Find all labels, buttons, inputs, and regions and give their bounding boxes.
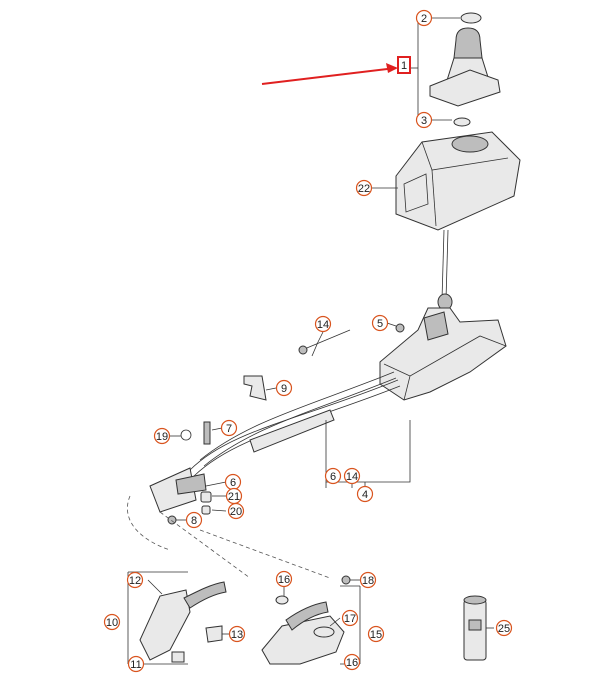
callout-label: 8 (191, 515, 197, 527)
callout-c7: 7 (220, 419, 238, 437)
callout-c14-top: 14 (314, 315, 332, 333)
callout-label: 18 (362, 575, 374, 587)
callout-c4: 4 (356, 485, 374, 503)
inset-lever-10 (127, 571, 227, 665)
callout-c10: 10 (103, 613, 121, 631)
callout-c5: 5 (371, 314, 389, 332)
selector-housing (395, 131, 521, 231)
callout-label: 6 (230, 477, 236, 489)
gear-lever-rod (437, 229, 453, 311)
boot-frame (429, 69, 501, 107)
callout-c6-mid: 6 (324, 467, 342, 485)
callout-c25: 25 (495, 619, 513, 637)
callout-c12: 12 (126, 571, 144, 589)
knob-cap (460, 12, 482, 24)
callout-circle (355, 179, 373, 197)
nut-8 (167, 515, 177, 525)
callout-label: 11 (130, 659, 141, 671)
callout-circle (324, 467, 342, 485)
callout-c17: 17 (341, 609, 359, 627)
callout-c18: 18 (359, 571, 377, 589)
gear-cables (189, 371, 401, 477)
callout-label: 1 (401, 60, 407, 72)
callout-circle (415, 9, 433, 27)
callout-circle (495, 619, 513, 637)
callout-c6-left: 6 (224, 473, 242, 491)
callout-c8: 8 (185, 511, 203, 529)
callout-c20: 20 (227, 502, 245, 520)
callout-c14-mid: 14 (343, 467, 361, 485)
callout-label: 7 (226, 423, 232, 435)
clip-19 (180, 429, 192, 441)
gear-knob (453, 27, 483, 59)
callout-circle (343, 467, 361, 485)
callout-circle (275, 570, 293, 588)
callout-label: 5 (377, 318, 383, 330)
callout-label: 14 (317, 319, 329, 331)
callout-circle (371, 314, 389, 332)
callout-circle (127, 655, 145, 673)
callout-label: 13 (231, 629, 243, 641)
callout-circle (367, 625, 385, 643)
bracket-9 (243, 375, 267, 401)
callout-circle (415, 111, 433, 129)
callout-c16-top: 16 (275, 570, 293, 588)
callout-circle (359, 571, 377, 589)
leader-lines (147, 187, 494, 635)
callout-circle (227, 502, 245, 520)
callout-circle (275, 379, 293, 397)
callout-c2: 2 (415, 9, 433, 27)
callout-label: 12 (129, 575, 141, 587)
highlight-marker (261, 56, 411, 85)
selector-lever-assembly (127, 421, 212, 551)
callout-label: 14 (346, 471, 358, 483)
callout-label: 9 (281, 383, 287, 395)
callout-c11: 11 (127, 655, 145, 673)
callout-c3: 3 (415, 111, 433, 129)
callout-label: 21 (228, 491, 240, 503)
callout-c13: 13 (228, 625, 246, 643)
callout-c1-top: 1 (401, 60, 407, 72)
callout-label: 16 (346, 657, 358, 669)
callout-circle (153, 427, 171, 445)
gear-knob-group (410, 12, 501, 127)
callout-circle (343, 653, 361, 671)
callout-c19: 19 (153, 427, 171, 445)
callout-label: 3 (421, 115, 427, 127)
callout-label: 17 (344, 613, 356, 625)
inset-lever-15 (261, 575, 361, 665)
bolt-7 (203, 421, 211, 445)
callout-c16-bot: 16 (343, 653, 361, 671)
callout-circle (228, 625, 246, 643)
callout-circle (356, 485, 374, 503)
callout-label: 15 (370, 629, 382, 641)
callout-circle (314, 315, 332, 333)
callout-label: 16 (278, 574, 290, 586)
callout-label: 2 (421, 13, 427, 25)
callout-circle (126, 571, 144, 589)
callout-label: 6 (330, 471, 336, 483)
retaining-ring (453, 117, 471, 127)
callout-label: 20 (230, 506, 242, 518)
nut-5 (395, 323, 405, 333)
callout-circle (185, 511, 203, 529)
callout-label: 22 (358, 183, 370, 195)
callout-circle (341, 609, 359, 627)
cable-clip (298, 329, 351, 357)
callout-c15: 15 (367, 625, 385, 643)
callout-c21: 21 (225, 487, 243, 505)
callout-c9: 9 (275, 379, 293, 397)
callout-circle (220, 419, 238, 437)
callout-label: 19 (156, 431, 168, 443)
callout-circle (103, 613, 121, 631)
callout-c22: 22 (355, 179, 373, 197)
shift-mechanism (379, 307, 507, 401)
callout-label: 4 (362, 489, 368, 501)
callout-label: 10 (106, 617, 118, 629)
grease-tube (463, 595, 487, 661)
callout-label: 25 (498, 623, 510, 635)
